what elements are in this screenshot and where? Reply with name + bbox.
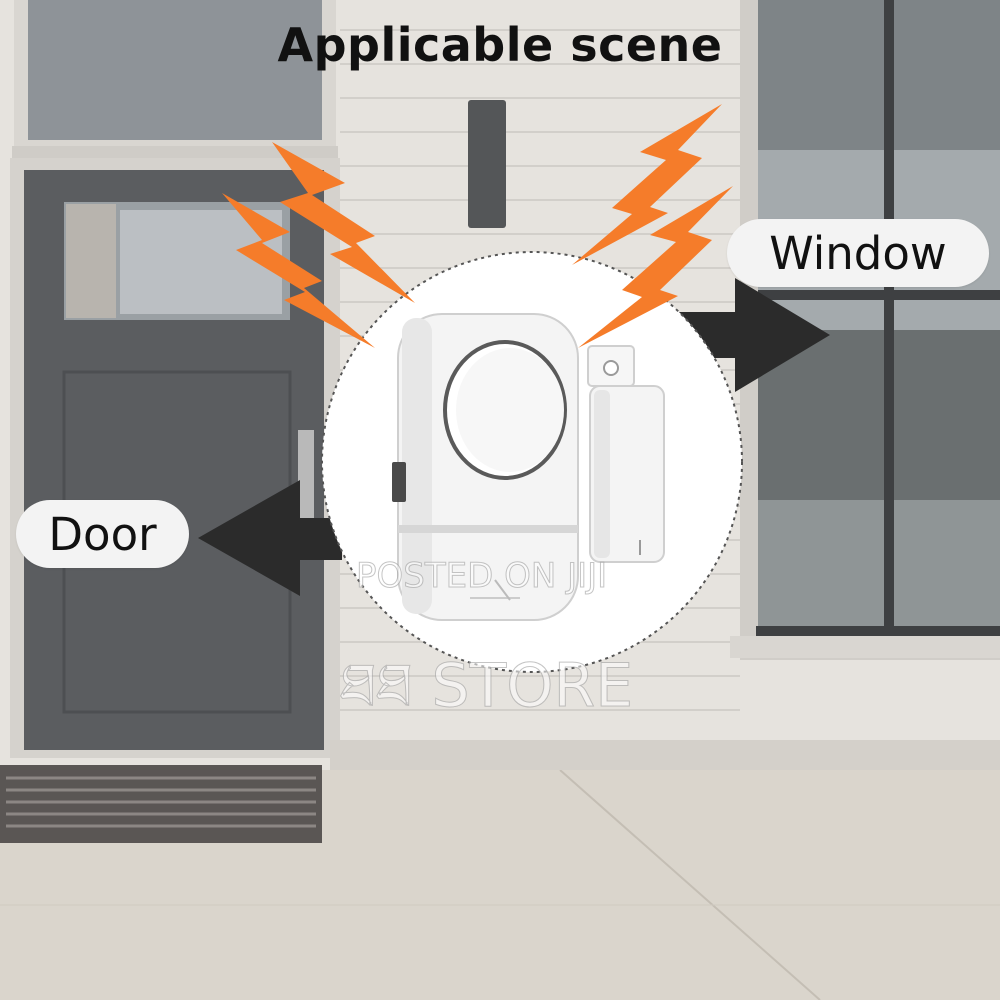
power-switch (392, 462, 406, 502)
door-glass-curtain (66, 204, 116, 318)
page-title: Applicable scene (277, 18, 723, 72)
watermark-store: ཐཐ STORE (339, 651, 634, 722)
wall-lamp (468, 100, 506, 228)
door-label: Door (16, 500, 189, 568)
floor-joint (559, 769, 821, 1000)
window-tree-reflection (758, 330, 1000, 500)
window-sill-dark (756, 626, 1000, 636)
wall-base (330, 740, 1000, 770)
arrow-to-door (198, 480, 342, 596)
magnet-sensor (587, 345, 665, 563)
window-street-reflection (758, 500, 1000, 634)
window-sill (730, 636, 1000, 658)
transom-window (28, 0, 322, 140)
window-label: Window (727, 219, 989, 287)
watermark-posted: POSTED ON JIJI (355, 556, 608, 597)
doormat-stripes-top (6, 776, 316, 828)
window-mullion-vertical (884, 0, 894, 634)
lightning-bolts (222, 104, 733, 348)
arrow-to-window (654, 278, 830, 392)
alarm-unit (392, 313, 579, 621)
window-mullion-horizontal (758, 290, 1000, 300)
